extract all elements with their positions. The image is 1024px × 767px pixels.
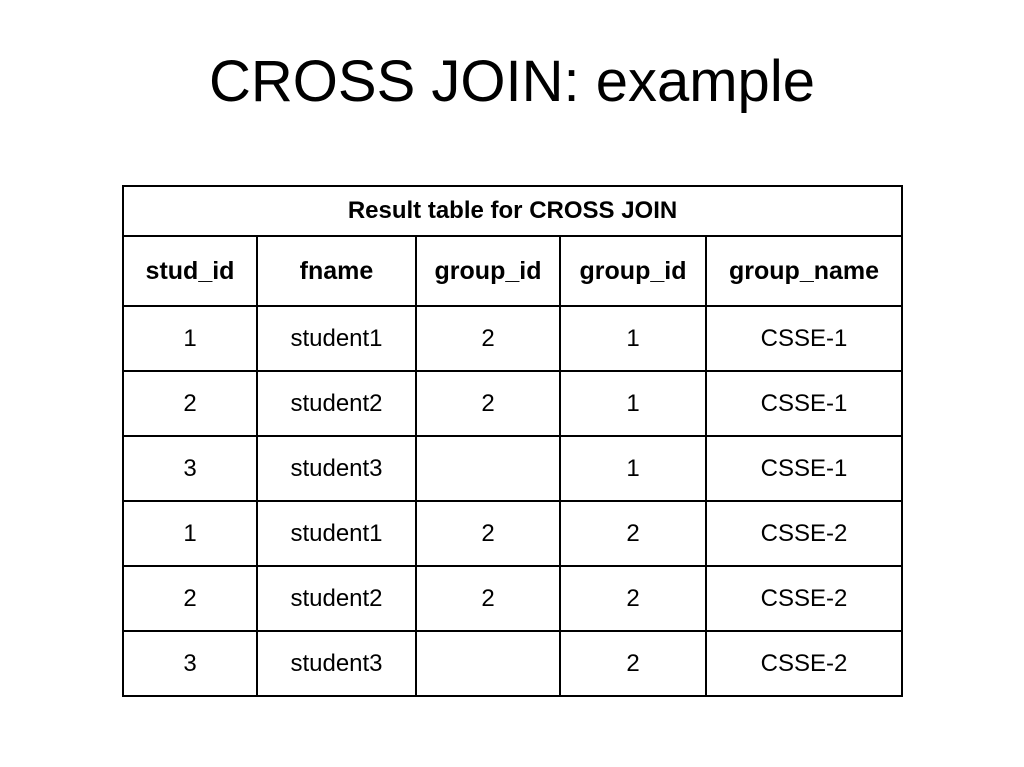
cell-stud-id: 1 — [122, 500, 258, 567]
column-header-group-name: group_name — [704, 235, 904, 307]
cell-group-name: CSSE-1 — [704, 305, 904, 372]
cell-group-id-2: 2 — [559, 565, 707, 632]
column-header-fname: fname — [256, 235, 417, 307]
column-header-group-id-2: group_id — [559, 235, 707, 307]
cell-group-id-1 — [415, 630, 561, 697]
table-row: 1 student1 2 1 CSSE-1 — [122, 305, 904, 372]
cell-group-name: CSSE-2 — [704, 565, 904, 632]
table-caption: Result table for CROSS JOIN — [121, 185, 904, 237]
cell-group-id-1: 2 — [415, 500, 561, 567]
cell-fname: student2 — [256, 565, 417, 632]
cell-group-id-2: 2 — [559, 630, 707, 697]
table-row: 3 student3 2 CSSE-2 — [122, 630, 904, 697]
table-row: 1 student1 2 2 CSSE-2 — [122, 500, 904, 567]
cell-group-id-1 — [415, 435, 561, 502]
cell-group-id-2: 1 — [559, 305, 707, 372]
cell-group-id-2: 1 — [559, 435, 707, 502]
table-row: 2 student2 2 2 CSSE-2 — [122, 565, 904, 632]
table-row: 3 student3 1 CSSE-1 — [122, 435, 904, 502]
cell-group-id-1: 2 — [415, 305, 561, 372]
cell-group-id-1: 2 — [415, 370, 561, 437]
cell-fname: student3 — [256, 435, 417, 502]
table-caption-row: Result table for CROSS JOIN — [121, 185, 904, 237]
cell-stud-id: 3 — [122, 435, 258, 502]
table-row: 2 student2 2 1 CSSE-1 — [122, 370, 904, 437]
cell-stud-id: 2 — [122, 565, 258, 632]
cell-group-name: CSSE-1 — [704, 435, 904, 502]
cell-group-name: CSSE-1 — [704, 370, 904, 437]
cell-group-name: CSSE-2 — [704, 630, 904, 697]
cell-group-id-1: 2 — [415, 565, 561, 632]
result-table: Result table for CROSS JOIN stud_id fnam… — [121, 185, 904, 697]
page-title: CROSS JOIN: example — [209, 49, 815, 114]
cell-group-id-2: 2 — [559, 500, 707, 567]
cell-fname: student1 — [256, 500, 417, 567]
cell-fname: student2 — [256, 370, 417, 437]
cell-stud-id: 3 — [122, 630, 258, 697]
cell-group-name: CSSE-2 — [704, 500, 904, 567]
column-header-group-id-1: group_id — [415, 235, 561, 307]
cell-stud-id: 1 — [122, 305, 258, 372]
column-header-stud-id: stud_id — [122, 235, 258, 307]
cell-fname: student1 — [256, 305, 417, 372]
table-header-row: stud_id fname group_id group_id group_na… — [122, 235, 904, 307]
cell-fname: student3 — [256, 630, 417, 697]
cell-stud-id: 2 — [122, 370, 258, 437]
cell-group-id-2: 1 — [559, 370, 707, 437]
